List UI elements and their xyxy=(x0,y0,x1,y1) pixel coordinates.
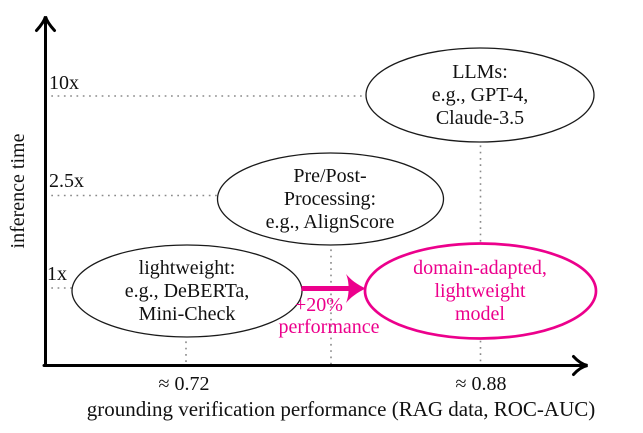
llms-line-3: Claude-3.5 xyxy=(435,106,525,129)
lightweight-line-2: e.g., DeBERTa, xyxy=(124,279,250,302)
prepost-line-1: Pre/Post- xyxy=(293,164,367,187)
improvement-arrowhead-icon xyxy=(346,274,366,303)
lightweight-node-label: lightweight: e.g., DeBERTa, Mini-Check xyxy=(67,255,307,327)
y-tick-1x: 1x xyxy=(47,263,67,285)
lightweight-line-1: lightweight: xyxy=(138,256,236,279)
x-axis-arrowhead-icon xyxy=(572,355,588,376)
domain-line-1: domain-adapted, xyxy=(413,256,547,279)
prepost-line-3: e.g., AlignScore xyxy=(265,210,395,233)
llms-line-2: e.g., GPT-4, xyxy=(431,83,529,106)
y-axis-arrowhead-icon xyxy=(35,16,56,32)
axes xyxy=(35,16,588,376)
prepost-node-label: Pre/Post- Processing: e.g., AlignScore xyxy=(210,163,450,235)
arrow-label-performance: performance xyxy=(278,316,380,338)
x-tick-0.88: ≈ 0.88 xyxy=(455,373,507,395)
domain-line-3: model xyxy=(455,302,505,325)
lightweight-line-3: Mini-Check xyxy=(138,302,236,325)
y-tick-10x: 10x xyxy=(49,72,79,94)
llms-line-1: LLMs: xyxy=(452,60,508,83)
prepost-line-2: Processing: xyxy=(283,187,377,210)
x-axis-label: grounding verification performance (RAG … xyxy=(86,397,596,421)
arrow-label-plus20: +20% xyxy=(295,294,343,316)
x-tick-0.72: ≈ 0.72 xyxy=(158,373,210,395)
y-axis-label: inference time xyxy=(7,133,29,249)
domain-adapted-node-label: domain-adapted, lightweight model xyxy=(360,255,600,327)
llms-node-label: LLMs: e.g., GPT-4, Claude-3.5 xyxy=(360,59,600,131)
domain-line-2: lightweight xyxy=(434,279,526,302)
llms-ellipse xyxy=(365,47,595,143)
improvement-arrow xyxy=(301,274,366,303)
domain-adapted-ellipse xyxy=(363,242,598,340)
y-tick-2.5x: 2.5x xyxy=(49,170,84,192)
prepost-ellipse xyxy=(216,152,445,246)
